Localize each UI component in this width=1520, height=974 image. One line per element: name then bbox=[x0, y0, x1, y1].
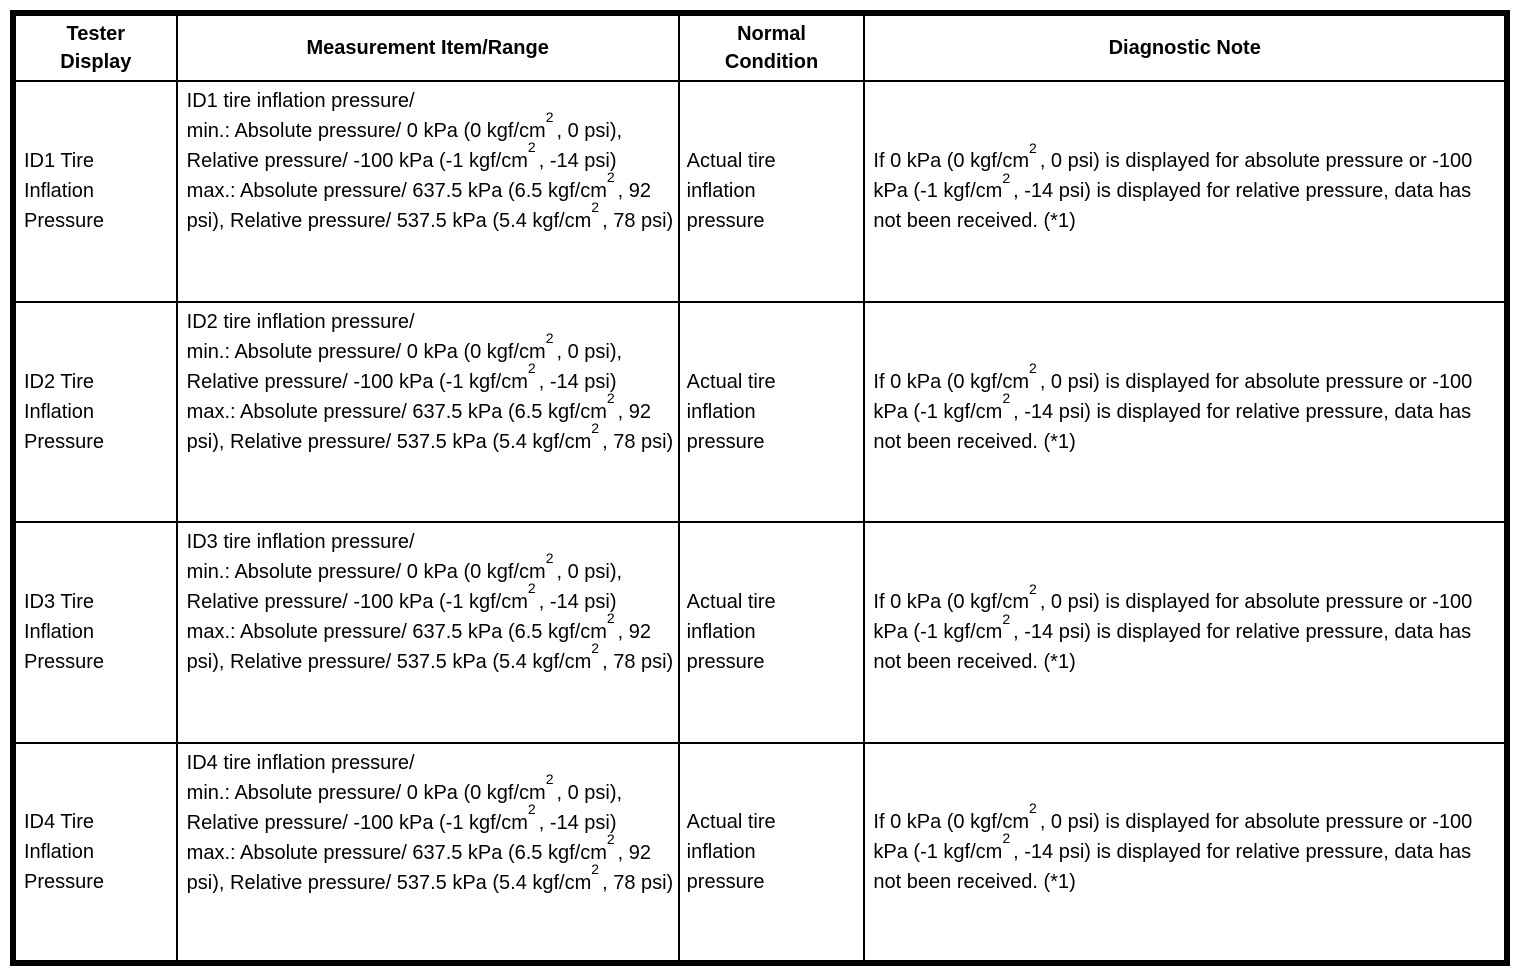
measurement-item-range-cell: ID1 tire inflation pressure/ min.: Absol… bbox=[175, 80, 680, 303]
tester-display-text: ID2 Tire Inflation Pressure bbox=[24, 370, 105, 453]
measurement-line: min.: Absolute pressure/ 0 kPa (0 kgf/cm… bbox=[186, 770, 623, 834]
measurement-item-range-cell: ID3 tire inflation pressure/ min.: Absol… bbox=[175, 521, 680, 744]
normal-condition-text: Actual tire inflation pressure bbox=[686, 370, 776, 453]
diagnostic-note-cell: If 0 kPa (0 kgf/cm2, 0 psi) is displayed… bbox=[863, 521, 1508, 744]
measurement-item-range-cell: ID2 tire inflation pressure/ min.: Absol… bbox=[175, 300, 680, 523]
diagnostic-note-cell: If 0 kPa (0 kgf/cm2, 0 psi) is displayed… bbox=[863, 80, 1508, 303]
diagnostic-note-text: If 0 kPa (0 kgf/cm2, 0 psi) is displayed… bbox=[873, 580, 1473, 674]
header-row: Tester Display Measurement Item/Range No… bbox=[12, 12, 1508, 82]
diagnostic-note-cell: If 0 kPa (0 kgf/cm2, 0 psi) is displayed… bbox=[863, 741, 1508, 964]
normal-condition-cell: Actual tire inflation pressure bbox=[677, 300, 866, 523]
diagnostic-note-text: If 0 kPa (0 kgf/cm2, 0 psi) is displayed… bbox=[873, 139, 1473, 233]
tester-display-text: ID3 Tire Inflation Pressure bbox=[24, 591, 105, 674]
normal-condition-text: Actual tire inflation pressure bbox=[686, 591, 776, 674]
tester-display-text: ID1 Tire Inflation Pressure bbox=[24, 150, 105, 233]
tester-display-cell: ID3 Tire Inflation Pressure bbox=[12, 521, 178, 744]
measurement-line: ID1 tire inflation pressure/ bbox=[186, 90, 415, 112]
table-row-id4: ID4 Tire Inflation Pressure ID4 tire inf… bbox=[12, 741, 1508, 964]
table-row-id3: ID3 Tire Inflation Pressure ID3 tire inf… bbox=[12, 521, 1508, 744]
measurement-line: min.: Absolute pressure/ 0 kPa (0 kgf/cm… bbox=[186, 329, 623, 393]
table-row-id1: ID1 Tire Inflation Pressure ID1 tire inf… bbox=[12, 80, 1508, 303]
measurement-line: max.: Absolute pressure/ 637.5 kPa (6.5 … bbox=[186, 389, 674, 453]
column-header-diagnostic-note: Diagnostic Note bbox=[863, 12, 1508, 82]
normal-condition-text: Actual tire inflation pressure bbox=[686, 150, 776, 233]
normal-condition-text: Actual tire inflation pressure bbox=[686, 810, 776, 893]
measurement-line: min.: Absolute pressure/ 0 kPa (0 kgf/cm… bbox=[186, 109, 623, 172]
measurement-line: min.: Absolute pressure/ 0 kPa (0 kgf/cm… bbox=[186, 550, 623, 613]
diagnostic-note-text: If 0 kPa (0 kgf/cm2, 0 psi) is displayed… bbox=[873, 800, 1473, 893]
measurement-line: ID2 tire inflation pressure/ bbox=[186, 310, 415, 333]
diagnostic-note-cell: If 0 kPa (0 kgf/cm2, 0 psi) is displayed… bbox=[863, 300, 1508, 523]
normal-condition-cell: Actual tire inflation pressure bbox=[677, 521, 866, 744]
measurement-line: ID4 tire inflation pressure/ bbox=[186, 751, 415, 774]
tester-display-cell: ID4 Tire Inflation Pressure bbox=[12, 741, 178, 964]
tester-display-text: ID4 Tire Inflation Pressure bbox=[24, 810, 105, 893]
measurement-line: ID3 tire inflation pressure/ bbox=[186, 531, 415, 553]
column-header-tester-display: Tester Display bbox=[12, 12, 178, 82]
measurement-line: max.: Absolute pressure/ 637.5 kPa (6.5 … bbox=[186, 830, 674, 894]
diagnostic-data-table: Tester Display Measurement Item/Range No… bbox=[10, 10, 1510, 966]
measurement-line: max.: Absolute pressure/ 637.5 kPa (6.5 … bbox=[186, 610, 674, 673]
diagnostic-note-text: If 0 kPa (0 kgf/cm2, 0 psi) is displayed… bbox=[873, 360, 1473, 453]
normal-condition-cell: Actual tire inflation pressure bbox=[677, 80, 866, 303]
column-header-measurement-item-range: Measurement Item/Range bbox=[175, 12, 680, 82]
table-row-id2: ID2 Tire Inflation Pressure ID2 tire inf… bbox=[12, 300, 1508, 523]
measurement-line: max.: Absolute pressure/ 637.5 kPa (6.5 … bbox=[186, 169, 674, 232]
tester-display-cell: ID1 Tire Inflation Pressure bbox=[12, 80, 178, 303]
normal-condition-cell: Actual tire inflation pressure bbox=[677, 741, 866, 964]
column-header-normal-condition: Normal Condition bbox=[677, 12, 866, 82]
tester-display-cell: ID2 Tire Inflation Pressure bbox=[12, 300, 178, 523]
measurement-item-range-cell: ID4 tire inflation pressure/ min.: Absol… bbox=[175, 741, 680, 964]
